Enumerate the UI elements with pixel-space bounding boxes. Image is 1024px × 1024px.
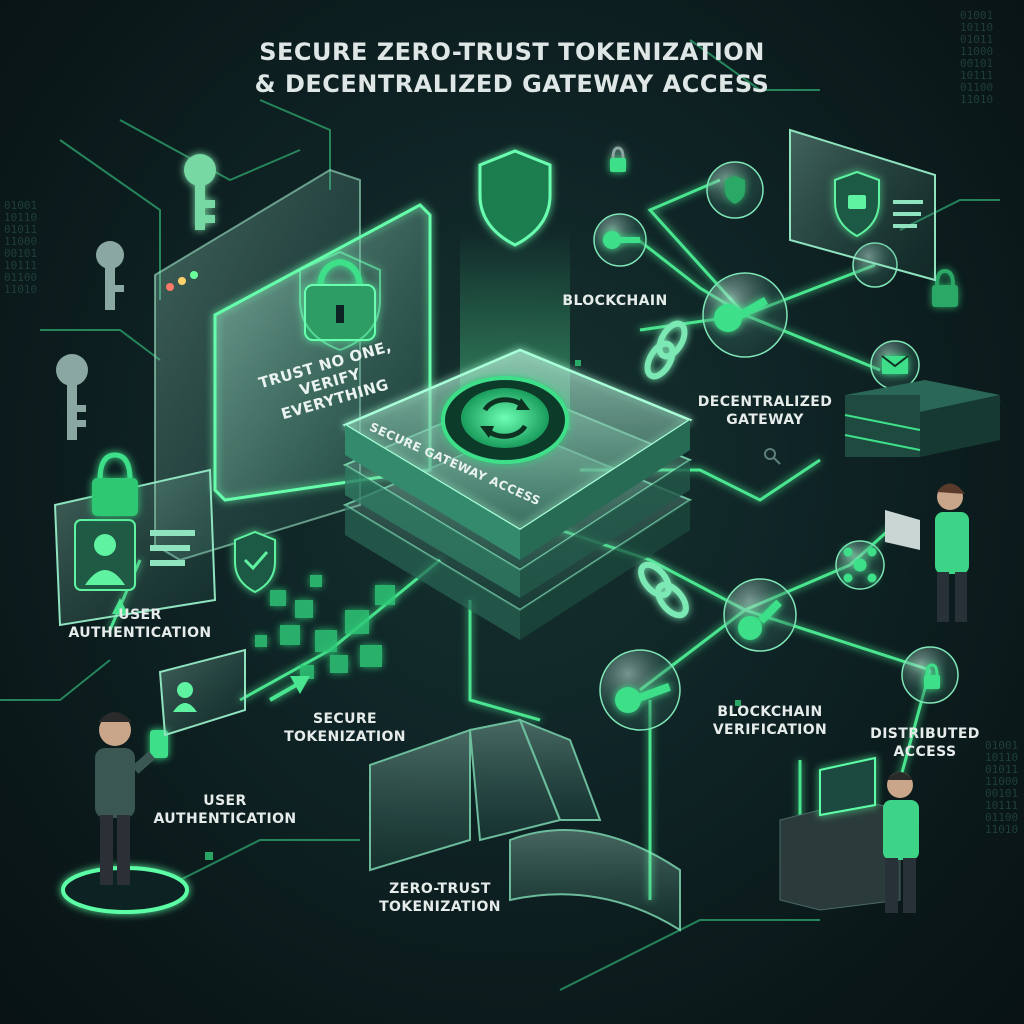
person-with-phone-icon bbox=[61, 712, 189, 914]
key-icon bbox=[603, 231, 783, 713]
user-authentication-label-top: USER AUTHENTICATION bbox=[68, 607, 212, 641]
dashboard-panel bbox=[789, 128, 936, 282]
shield-check-icon bbox=[234, 530, 276, 594]
blockchain-bubbles bbox=[593, 161, 959, 731]
zero-trust-tokenization-label: ZERO-TRUST TOKENIZATION bbox=[379, 881, 501, 915]
blockchain-verification-label: BLOCKCHAIN VERIFICATION bbox=[712, 704, 828, 738]
main-title-line-1: SECURE ZERO-TRUST TOKENIZATION bbox=[259, 38, 765, 66]
network-node-icon bbox=[843, 547, 877, 583]
blockchain-label: BLOCKCHAIN bbox=[562, 293, 668, 309]
padlock-icon bbox=[299, 250, 381, 352]
distributed-access-label: DISTRIBUTED ACCESS bbox=[870, 726, 980, 760]
chain-link-icon bbox=[638, 320, 689, 619]
padlock-icon bbox=[610, 146, 958, 689]
person-at-desk-icon bbox=[779, 756, 919, 913]
magnifier-icon bbox=[764, 448, 781, 465]
key-icon bbox=[184, 154, 216, 230]
binary-code-strip-bottom-right: 01001 10110 01011 11000 00101 10111 0110… bbox=[985, 739, 1019, 836]
token-cubes bbox=[255, 575, 395, 679]
secure-tokenization-label: SECURE TOKENIZATION bbox=[284, 711, 406, 745]
key-icon bbox=[56, 241, 124, 440]
binary-code-strip-left: 01001 10110 01011 11000 00101 10111 0110… bbox=[4, 199, 38, 296]
user-authentication-label-bottom: USER AUTHENTICATION bbox=[153, 793, 297, 827]
main-title-line-2: & DECENTRALIZED GATEWAY ACCESS bbox=[254, 70, 770, 98]
padlock-icon bbox=[92, 452, 138, 516]
envelope-icon bbox=[881, 355, 909, 374]
binary-code-strip-right: 01001 10110 01011 11000 00101 10111 0110… bbox=[960, 9, 994, 106]
server-stack bbox=[844, 380, 1000, 457]
user-id-card-icon bbox=[158, 648, 246, 737]
sync-token-icon bbox=[441, 376, 569, 464]
shield-check-icon bbox=[725, 176, 745, 204]
decentralized-gateway-label: DECENTRALIZED GATEWAY bbox=[697, 394, 833, 428]
person-with-laptop-icon bbox=[885, 483, 969, 622]
zero-trust-tokenization-fan bbox=[369, 718, 681, 932]
